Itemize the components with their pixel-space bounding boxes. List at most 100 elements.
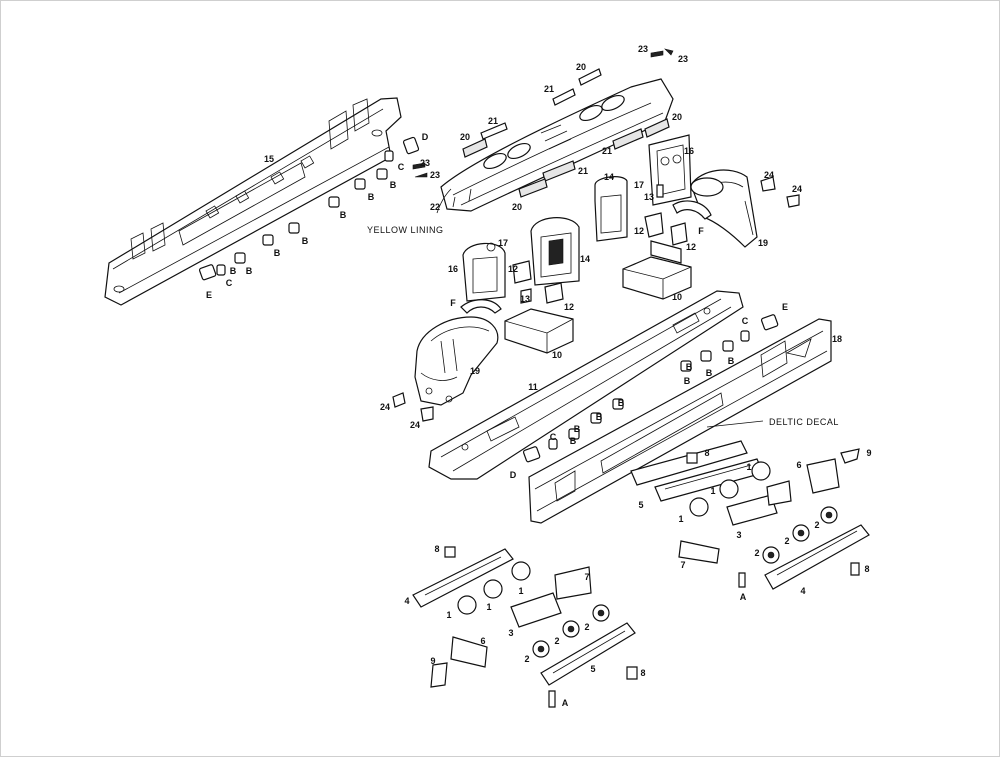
part-label: 20	[575, 62, 587, 72]
part-label: A	[561, 698, 569, 708]
part-label: C	[549, 432, 557, 442]
part-label: 2	[784, 536, 790, 546]
roof-grilles	[462, 68, 670, 198]
part-label: 9	[430, 656, 436, 666]
part-label: 6	[796, 460, 802, 470]
part-label: C	[397, 162, 405, 172]
part-label: 2	[754, 548, 760, 558]
part-label: 17	[633, 180, 645, 190]
part-label: E	[205, 290, 213, 300]
leader-lines	[436, 188, 764, 428]
part-label: 1	[710, 486, 716, 496]
part-label: 8	[864, 564, 870, 574]
part-label: 8	[640, 668, 646, 678]
part-label: 1	[518, 586, 524, 596]
part-label: 8	[704, 448, 710, 458]
part-label: 7	[680, 560, 686, 570]
part-label: C	[741, 316, 749, 326]
part-label: 2	[584, 622, 590, 632]
part-label: 10	[671, 292, 683, 302]
part-label: 12	[685, 242, 697, 252]
part-label: 11	[528, 382, 538, 392]
part-label: 12	[563, 302, 575, 312]
part-label: 7	[584, 572, 590, 582]
part-label: 23	[637, 44, 649, 54]
part-label: B	[301, 236, 309, 246]
part-label: B	[367, 192, 375, 202]
part-label: D	[421, 132, 429, 142]
cab-backplate-right	[594, 176, 628, 242]
part-label: B	[389, 180, 397, 190]
part-label: 20	[511, 202, 523, 212]
seats-left	[512, 260, 564, 304]
part-label: 1	[446, 610, 452, 620]
deltic-decal-callout: DELTIC DECAL	[769, 417, 839, 427]
part-label: F	[698, 226, 704, 236]
part-label: 1	[746, 462, 752, 472]
part-label: 12	[633, 226, 645, 236]
chassis-floor	[428, 290, 744, 480]
part-label: C	[225, 278, 233, 288]
part-label: 17	[497, 238, 509, 248]
part-label: 21	[601, 146, 613, 156]
bogie-left	[412, 546, 638, 708]
part-label: B	[273, 248, 281, 258]
part-label: 24	[379, 402, 391, 412]
part-label: 4	[800, 586, 806, 596]
part-label: 1	[486, 602, 492, 612]
part-label: B	[727, 356, 735, 366]
cab-backplate-left-16	[462, 242, 506, 302]
window-pieces-lower	[522, 314, 779, 463]
body-side-right	[528, 318, 832, 524]
part-label: 9	[866, 448, 872, 458]
mirror-right	[672, 200, 712, 220]
part-label: 16	[447, 264, 459, 274]
part-label: 21	[487, 116, 499, 126]
part-label: 19	[757, 238, 769, 248]
part-label: 1	[678, 514, 684, 524]
part-label: B	[569, 436, 577, 446]
lamp-parts-left	[392, 392, 434, 422]
part-label: 2	[554, 636, 560, 646]
part-label: 13	[643, 192, 655, 202]
lamp-parts-right	[760, 176, 800, 208]
part-label: 21	[577, 166, 589, 176]
roof-assembly	[440, 78, 674, 212]
seats-right	[644, 184, 688, 246]
part-label: 14	[579, 254, 591, 264]
window-pieces-upper	[198, 136, 420, 281]
part-label: 21	[543, 84, 555, 94]
part-label: B	[595, 412, 603, 422]
part-label: B	[339, 210, 347, 220]
part-label: B	[573, 424, 581, 434]
part-label: 4	[404, 596, 410, 606]
part-label: 20	[671, 112, 683, 122]
bogie-right	[630, 440, 870, 590]
cab-backplate-left-14	[530, 217, 580, 286]
horns	[412, 48, 674, 178]
part-label: 16	[683, 146, 695, 156]
part-label: 6	[480, 636, 486, 646]
part-label: 19	[469, 366, 481, 376]
part-label: 13	[519, 294, 531, 304]
part-label: 3	[736, 530, 742, 540]
part-label: 24	[763, 170, 775, 180]
part-label: B	[705, 368, 713, 378]
part-label: 18	[831, 334, 843, 344]
part-label: B	[245, 266, 253, 276]
part-label: B	[683, 376, 691, 386]
part-label: 12	[507, 264, 519, 274]
part-label: 23	[677, 54, 689, 64]
part-label: 20	[459, 132, 471, 142]
part-label: 5	[638, 500, 644, 510]
part-label: B	[229, 266, 237, 276]
part-label: 22	[429, 202, 441, 212]
cab-nose-right	[690, 169, 758, 248]
body-side-left	[104, 97, 402, 306]
part-label: F	[450, 298, 456, 308]
part-label: 15	[263, 154, 275, 164]
part-label: 5	[590, 664, 596, 674]
desk-right	[622, 240, 692, 300]
cab-nose-left-19	[414, 316, 499, 406]
part-label: 23	[419, 158, 431, 168]
